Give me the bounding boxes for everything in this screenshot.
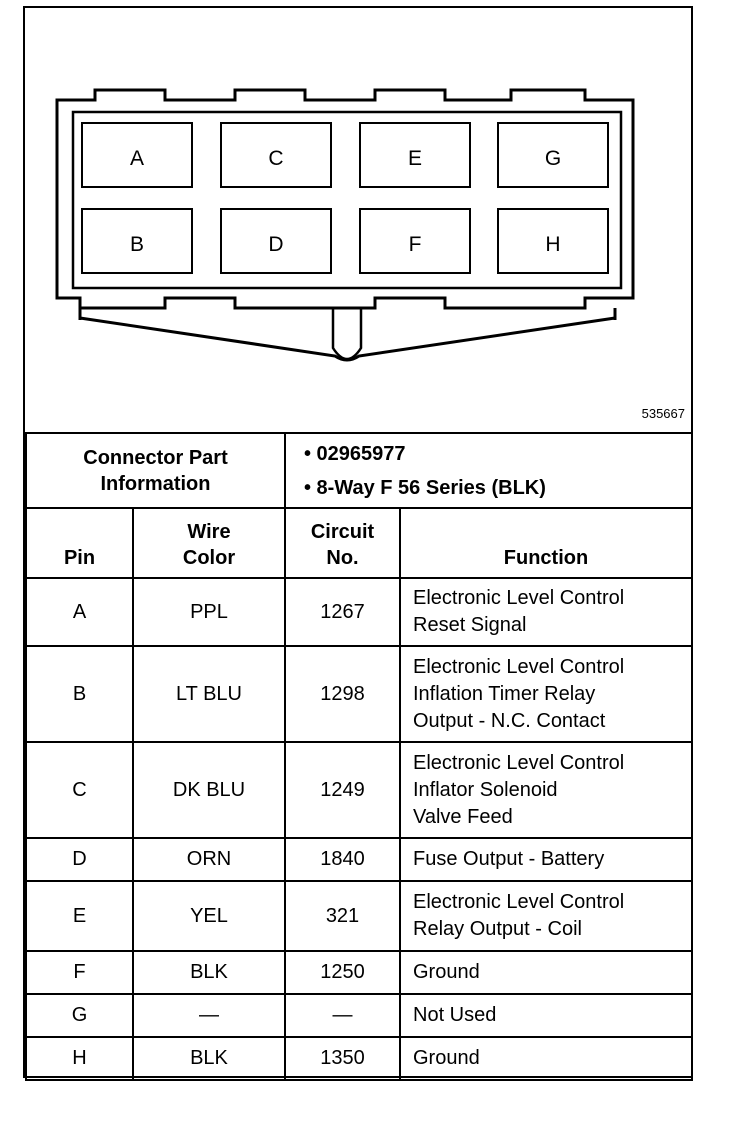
header-pin: Pin xyxy=(25,507,134,579)
pin-cavity-a xyxy=(81,122,193,188)
pin-cell: G xyxy=(25,993,134,1038)
pin-label-f: F xyxy=(408,233,422,256)
table-row: G — — Not Used xyxy=(25,993,694,1038)
pin-cell: C xyxy=(25,741,134,839)
table-row: D ORN 1840 Fuse Output - Battery xyxy=(25,837,694,882)
connector-pinout-table: Connector Part Information • 02965977 • … xyxy=(25,432,694,1081)
pin-label-a: A xyxy=(129,147,144,170)
pin-label-g: G xyxy=(544,147,562,170)
part-number: • 02965977 xyxy=(304,442,406,465)
part-info-values: • 02965977 • 8-Way F 56 Series (BLK) xyxy=(283,432,694,509)
pin-cell: A xyxy=(25,577,134,647)
connector-outline xyxy=(55,88,635,362)
part-info-label-line2: Information xyxy=(100,472,211,495)
pin-label-h: H xyxy=(545,233,561,256)
circuit-cell: — xyxy=(284,993,401,1038)
function-cell: Fuse Output - Battery xyxy=(398,837,694,882)
pin-cell: E xyxy=(25,880,134,952)
pin-cavity-g xyxy=(497,122,609,188)
pin-cell: D xyxy=(25,837,134,882)
pin-cavity-e xyxy=(359,122,471,188)
wire-color-cell: BLK xyxy=(132,1036,286,1081)
connector-sheet: A C E G B D F H 535667 Connector Part In… xyxy=(23,6,694,1081)
function-cell: Ground xyxy=(398,1036,694,1081)
part-info-label-line1: Connector Part xyxy=(83,446,228,469)
wire-color-cell: BLK xyxy=(132,950,286,995)
circuit-cell: 1250 xyxy=(284,950,401,995)
circuit-cell: 1249 xyxy=(284,741,401,839)
pin-label-c: C xyxy=(268,147,284,170)
pin-label-b: B xyxy=(129,233,144,256)
function-cell: Ground xyxy=(398,950,694,995)
circuit-cell: 321 xyxy=(284,880,401,952)
wire-color-cell: — xyxy=(132,993,286,1038)
pin-cavity-h xyxy=(497,208,609,274)
circuit-cell: 1840 xyxy=(284,837,401,882)
function-cell: Not Used xyxy=(398,993,694,1038)
part-info-row: Connector Part Information • 02965977 • … xyxy=(25,432,694,509)
table-row: F BLK 1250 Ground xyxy=(25,950,694,995)
wire-color-cell: PPL xyxy=(132,577,286,647)
pin-cavity-b xyxy=(81,208,193,274)
part-info-label: Connector Part Information xyxy=(25,432,286,509)
wire-color-cell: YEL xyxy=(132,880,286,952)
part-description: • 8-Way F 56 Series (BLK) xyxy=(304,476,546,499)
pin-label-d: D xyxy=(268,233,284,256)
circuit-cell: 1298 xyxy=(284,645,401,743)
pin-cell: F xyxy=(25,950,134,995)
circuit-cell: 1267 xyxy=(284,577,401,647)
pin-cavity-c xyxy=(220,122,332,188)
pin-cavity-d xyxy=(220,208,332,274)
connector-face-diagram: A C E G B D F H 535667 xyxy=(25,8,691,432)
wire-color-cell: ORN xyxy=(132,837,286,882)
wire-color-cell: DK BLU xyxy=(132,741,286,839)
header-function: Function xyxy=(398,507,694,579)
pin-cavity-f xyxy=(359,208,471,274)
circuit-cell: 1350 xyxy=(284,1036,401,1081)
table-row: H BLK 1350 Ground xyxy=(25,1036,694,1081)
pin-cell: H xyxy=(25,1036,134,1081)
pin-cell: B xyxy=(25,645,134,743)
pin-label-e: E xyxy=(407,147,422,170)
wire-color-cell: LT BLU xyxy=(132,645,286,743)
figure-number: 535667 xyxy=(641,406,685,421)
